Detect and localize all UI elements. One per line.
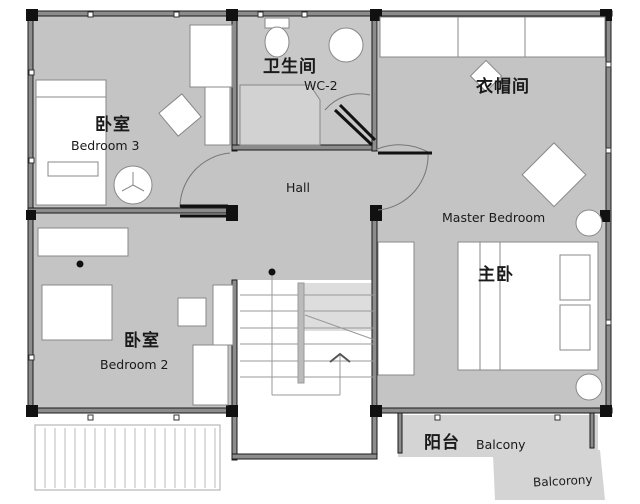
balcony-railing: [34, 424, 221, 491]
bedroom2-label-en: Bedroom 2: [100, 357, 169, 372]
bedroom2-furniture: [37, 227, 234, 406]
doors: [180, 103, 432, 218]
bedroom3-furniture: [35, 24, 233, 206]
balcony-label-en: Balcony: [476, 437, 526, 452]
balcony-label-zh: 阳台: [424, 433, 460, 453]
walkin-wardrobes: [379, 16, 606, 401]
master-bedroom-label-en: Master Bedroom: [442, 210, 546, 225]
stairs: [240, 268, 376, 396]
wc-fixtures: [239, 17, 364, 146]
bedroom3-label-zh: 卧室: [95, 115, 131, 135]
wc2-label-en: WC-2: [304, 78, 338, 93]
door-swings: [179, 93, 429, 211]
windows: [28, 11, 612, 421]
master-bed: [377, 241, 599, 376]
bedroom3-label-en: Bedroom 3: [71, 138, 140, 153]
walkin-closet-label-zh: 衣帽间: [476, 77, 530, 97]
wc2-label-zh: 卫生间: [263, 57, 317, 77]
master-bedroom-label-zh: 主卧: [478, 265, 514, 285]
bedroom2-label-zh: 卧室: [124, 331, 160, 351]
hall-label: Hall: [286, 180, 311, 195]
